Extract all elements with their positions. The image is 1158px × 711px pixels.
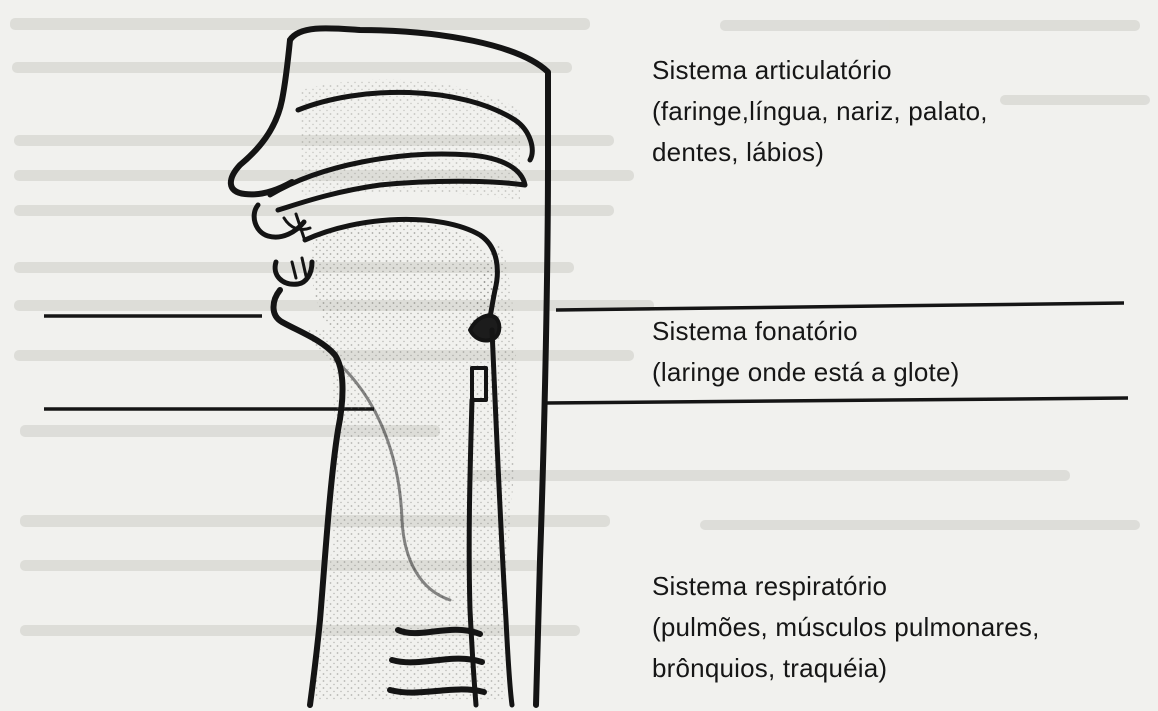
respiratory-detail-line-2: brônquios, traquéia) xyxy=(652,648,1040,689)
phonatory-system-label: Sistema fonatório (laringe onde está a g… xyxy=(652,311,960,393)
articulatory-detail-line-1: (faringe,língua, nariz, palato, xyxy=(652,91,988,132)
phonatory-detail-line-1: (laringe onde está a glote) xyxy=(652,352,960,393)
separator-bottom-right xyxy=(546,398,1128,403)
bronchi-line-3 xyxy=(390,689,484,692)
tongue-shading xyxy=(311,221,494,330)
respiratory-title: Sistema respiratório xyxy=(652,566,1040,607)
articulatory-system-label: Sistema articulatório (faringe,língua, n… xyxy=(652,50,988,173)
phonatory-title: Sistema fonatório xyxy=(652,311,960,352)
bronchi-line-1 xyxy=(398,630,480,634)
articulatory-detail-line-2: dentes, lábios) xyxy=(652,132,988,173)
respiratory-system-label: Sistema respiratório (pulmões, músculos … xyxy=(652,566,1040,689)
articulatory-title: Sistema articulatório xyxy=(652,50,988,91)
respiratory-detail-line-1: (pulmões, músculos pulmonares, xyxy=(652,607,1040,648)
vocal-tract-drawing xyxy=(231,28,548,705)
